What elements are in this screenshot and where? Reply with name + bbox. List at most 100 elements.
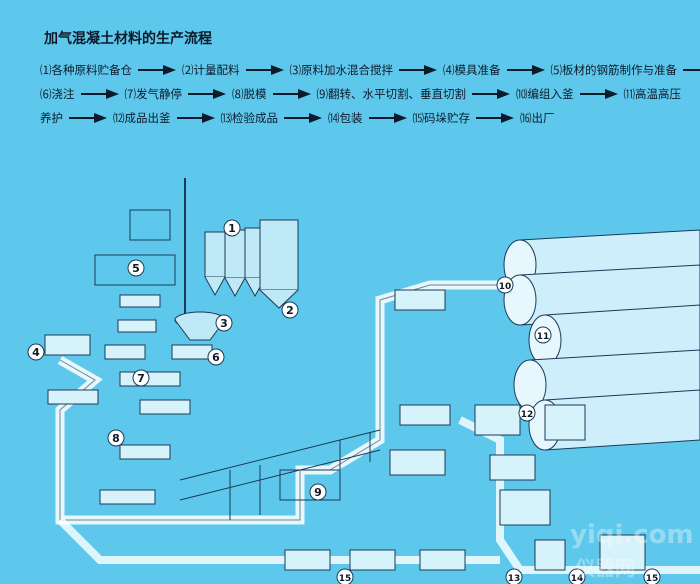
block-stack: [389, 449, 446, 476]
block-stack: [544, 404, 586, 441]
step-number: 1: [228, 222, 236, 235]
page-title: 加气混凝土材料的生产流程: [44, 31, 212, 47]
step-number-badge: [336, 568, 354, 584]
silo-hopper: [204, 276, 226, 297]
step-number-badge: [223, 219, 241, 237]
step-label: ⑵计量配料: [182, 63, 240, 77]
step-row: ⑴各种原料贮备仓 ⑵计量配料 ⑶原料加水混合搅拌 ⑷模具准备 ⑸板材的钢筋制作与准备: [40, 62, 700, 78]
arrow-icon: [80, 89, 119, 99]
step-number: 14: [571, 574, 584, 584]
step-number: 5: [132, 262, 140, 275]
step-number: 15: [339, 574, 352, 584]
arrow-icon: [69, 113, 107, 123]
arrow-icon: [272, 89, 311, 99]
step-number: 7: [137, 372, 145, 385]
step-label: ⑹浇注: [40, 87, 75, 101]
step-label: ⒁包装: [328, 111, 363, 125]
block-stack: [534, 539, 566, 571]
mould: [119, 444, 171, 460]
step-number-badge: [518, 404, 536, 422]
arrow-icon: [138, 65, 176, 75]
arrow-icon: [683, 65, 700, 75]
arrow-icon: [579, 89, 618, 99]
block-stack: [499, 489, 551, 526]
step-label: ⑽编组入釜: [516, 87, 574, 101]
step-label: ⑷模具准备: [443, 63, 501, 77]
step-number: 3: [220, 317, 228, 330]
mould: [139, 399, 191, 415]
silo: [224, 229, 246, 279]
mould: [47, 389, 99, 405]
arrow-icon: [399, 65, 437, 75]
step-number: 12: [521, 410, 534, 420]
step-number-badge: [107, 429, 125, 447]
step-number-badge: [496, 276, 514, 294]
step-label: ⒂码垛贮存: [412, 111, 471, 125]
block-stack: [489, 454, 536, 481]
silo-hopper: [224, 277, 246, 298]
step-label: ⑼翻转、水平切割、垂直切割: [316, 87, 467, 101]
silo: [259, 219, 299, 291]
block-stack: [599, 534, 646, 571]
block-stack: [399, 404, 451, 426]
step-label: 养护: [40, 111, 63, 125]
step-number-badge: [534, 326, 552, 344]
watermark-cjk: 仪器网: [575, 556, 635, 580]
step-number: 4: [32, 346, 40, 359]
step-label: ⒃出厂: [520, 111, 555, 125]
step-number-badge: [132, 369, 150, 387]
arrow-icon: [188, 89, 226, 99]
arrow-icon: [476, 113, 514, 123]
step-number-badge: [568, 568, 586, 584]
arrow-icon: [284, 113, 322, 123]
step-label: ⑿成品出釜: [113, 111, 171, 125]
step-number-badge: [215, 314, 233, 332]
cutting-cake: [279, 469, 341, 501]
mould: [104, 344, 146, 360]
step-number: 6: [212, 351, 220, 364]
arrow-icon: [245, 65, 284, 75]
step-label: ⑴各种原料贮备仓: [40, 63, 132, 77]
mould-prep-machine: [44, 334, 91, 356]
step-label: ⑸板材的钢筋制作与准备: [550, 63, 678, 77]
step-label: ⑶原料加水混合搅拌: [289, 63, 394, 77]
step-number: 11: [537, 332, 550, 342]
block-stack: [474, 404, 521, 436]
mould: [99, 489, 156, 505]
mould: [119, 294, 161, 308]
step-number-badge: [309, 483, 327, 501]
silo-hopper: [259, 289, 299, 309]
rebar-frame-machine: [94, 254, 176, 286]
step-number: 15: [646, 574, 659, 584]
step-label: ⑾高温高压: [623, 87, 682, 101]
mixer-body: [174, 319, 226, 341]
step-label: ⒀检验成品: [220, 111, 279, 125]
mould: [119, 371, 181, 387]
block-stack: [284, 549, 331, 571]
arrow-icon: [472, 89, 510, 99]
step-row: ⑹浇注 ⑺发气静停 ⑻脱模 ⑼翻转、水平切割、垂直切割 ⑽编组入釜 ⑾高温高压: [40, 86, 681, 102]
silo: [204, 231, 226, 278]
step-number: 8: [112, 432, 120, 445]
step-number: 2: [286, 304, 294, 317]
step-number-badge: [127, 259, 145, 277]
step-number: 10: [499, 282, 512, 292]
arrow-icon: [506, 65, 545, 75]
step-row: 养护 ⑿成品出釜 ⒀检验成品 ⒁包装 ⒂码垛贮存 ⒃出厂: [40, 110, 555, 126]
step-number-badge: [643, 568, 661, 584]
step-number: 13: [508, 574, 521, 584]
step-label: ⑺发气静停: [124, 87, 183, 101]
mould: [171, 344, 213, 360]
step-number-badge: [281, 301, 299, 319]
mould: [117, 319, 157, 333]
step-label: ⑻脱模: [232, 87, 267, 101]
block-stack: [419, 549, 466, 571]
step-number-badge: [207, 348, 225, 366]
arrow-icon: [176, 113, 215, 123]
watermark: yiqi.com: [570, 520, 694, 550]
step-number: 9: [314, 486, 322, 499]
step-number-badge: [505, 568, 523, 584]
arrow-icon: [368, 113, 407, 123]
